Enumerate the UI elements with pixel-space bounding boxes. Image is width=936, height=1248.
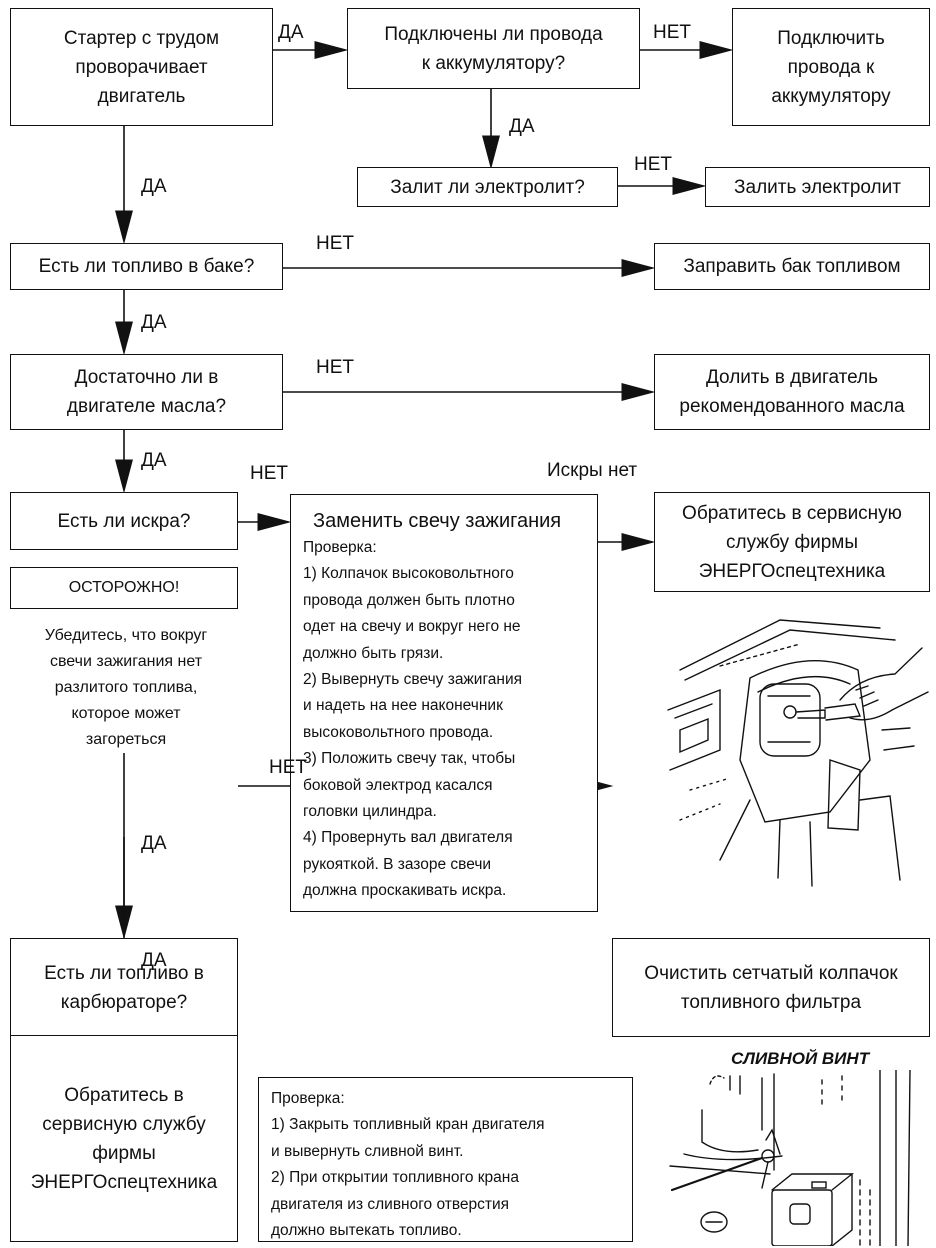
label-no-2: НЕТ bbox=[634, 154, 672, 175]
spark-check-box: Заменить свечу зажигания Проверка: 1) Кол… bbox=[290, 494, 598, 912]
spark-plug-test-illustration bbox=[667, 619, 929, 887]
node-oil-enough: Достаточно ли в двигателе масла? bbox=[10, 354, 283, 430]
node-connect-wires: Подключить провода к аккумулятору bbox=[732, 8, 930, 126]
label-no-spark: Искры нет bbox=[547, 460, 638, 481]
node-wires-connected-text: Подключены ли провода к аккумулятору? bbox=[384, 23, 603, 74]
caution-box: ОСТОРОЖНО! bbox=[10, 567, 238, 609]
node-connect-wires-text: Подключить провода к аккумулятору bbox=[771, 27, 891, 107]
label-yes-4: ДА bbox=[141, 312, 167, 333]
carb-check-box: Проверка: 1) Закрыть топливный кран двига… bbox=[258, 1077, 633, 1242]
label-yes-1: ДА bbox=[278, 22, 304, 43]
node-spark-text: Есть ли искра? bbox=[57, 510, 191, 532]
node-fuel-in-carb-text: Есть ли топливо в карбюраторе? bbox=[44, 962, 204, 1013]
carb-check-lines: Проверка: 1) Закрыть топливный кран двига… bbox=[271, 1086, 622, 1244]
node-clean-filter-text: Очистить сетчатый колпачок топливного фи… bbox=[644, 962, 898, 1013]
node-service-1: Обратитесь в сервисную службу фирмы ЭНЕР… bbox=[654, 492, 930, 592]
spark-check-line: рукояткой. В зазоре свечи bbox=[303, 855, 492, 873]
node-fill-electrolyte-text: Залить электролит bbox=[734, 176, 901, 198]
node-wires-connected: Подключены ли провода к аккумулятору? bbox=[347, 8, 640, 89]
node-electrolyte-filled-text: Залит ли электролит? bbox=[390, 176, 585, 198]
node-oil-enough-text: Достаточно ли в двигателе масла? bbox=[66, 367, 227, 417]
carb-check-line: двигателя из сливного отверстия bbox=[271, 1195, 510, 1213]
label-no-1: НЕТ bbox=[653, 22, 691, 43]
spark-check-line: 1) Колпачок высоковольтного bbox=[303, 565, 514, 583]
label-no-3: НЕТ bbox=[316, 233, 354, 254]
spark-check-line: должна проскакивать искра. bbox=[303, 882, 507, 900]
label-no-4: НЕТ bbox=[316, 357, 354, 378]
label-yes-2: ДА bbox=[509, 116, 535, 137]
node-add-oil-text: Долить в двигатель рекомендованного масл… bbox=[679, 367, 905, 417]
node-add-oil: Долить в двигатель рекомендованного масл… bbox=[654, 354, 930, 430]
carb-check-line: 1) Закрыть топливный кран двигателя bbox=[271, 1116, 545, 1134]
node-fuel-in-tank-text: Есть ли топливо в баке? bbox=[38, 256, 255, 277]
node-refuel-tank: Заправить бак топливом bbox=[654, 243, 930, 290]
node-service-1-text: Обратитесь в сервисную службу фирмы ЭНЕР… bbox=[682, 502, 902, 582]
spark-check-lines: Проверка: 1) Колпачок высоковольтного пров… bbox=[303, 535, 587, 905]
node-starter: Стартер с трудом проворачивает двигатель bbox=[10, 8, 273, 126]
spark-check-line: одет на свечу и вокруг него не bbox=[303, 618, 521, 636]
drain-screw-illustration bbox=[669, 1070, 911, 1246]
label-yes-5: ДА bbox=[141, 450, 167, 471]
node-service-2-text: Обратитесь в сервисную службу фирмы ЭНЕР… bbox=[30, 1084, 218, 1193]
caution-title: ОСТОРОЖНО! bbox=[68, 579, 180, 596]
spark-check-line: головки цилиндра. bbox=[303, 803, 437, 821]
node-clean-filter: Очистить сетчатый колпачок топливного фи… bbox=[612, 938, 930, 1037]
spark-check-line: высоковольтного провода. bbox=[303, 723, 494, 741]
node-fill-electrolyte: Залить электролит bbox=[705, 167, 930, 207]
label-yes-6: ДА bbox=[141, 833, 167, 854]
carb-check-line: 2) При открытии топливного крана bbox=[271, 1169, 519, 1187]
label-no-5: НЕТ bbox=[250, 463, 288, 484]
node-starter-text: Стартер с трудом проворачивает двигатель bbox=[63, 27, 220, 107]
node-spark: Есть ли искра? bbox=[10, 492, 238, 550]
spark-check-title: Заменить свечу зажигания bbox=[313, 510, 562, 532]
spark-check-line: боковой электрод касался bbox=[303, 776, 493, 794]
label-yes-3: ДА bbox=[141, 176, 167, 197]
spark-check-line: 3) Положить свечу так, чтобы bbox=[303, 750, 516, 768]
caution-text: Убедитесь, что вокруг свечи зажигания не… bbox=[44, 627, 208, 748]
label-no-6: НЕТ bbox=[269, 757, 307, 778]
spark-check-line: 4) Провернуть вал двигателя bbox=[303, 829, 513, 847]
spark-check-line: и надеть на нее наконечник bbox=[303, 697, 503, 715]
node-fuel-in-tank: Есть ли топливо в баке? bbox=[10, 243, 283, 290]
carb-check-line: должно вытекать топливо. bbox=[271, 1222, 462, 1240]
node-refuel-tank-text: Заправить бак топливом bbox=[683, 256, 901, 277]
node-fuel-in-carb: Есть ли топливо в карбюраторе? bbox=[10, 938, 238, 1037]
carb-check-line: Проверка: bbox=[271, 1090, 345, 1107]
label-yes-7: ДА bbox=[141, 950, 167, 971]
drain-screw-caption: СЛИВНОЙ ВИНТ bbox=[731, 1049, 870, 1068]
node-electrolyte-filled: Залит ли электролит? bbox=[357, 167, 618, 207]
spark-check-line: 2) Выверну­ть свечу зажигания bbox=[303, 671, 523, 689]
spark-check-line: должно быть грязи. bbox=[303, 644, 444, 662]
spark-check-line: провода должен быть плотно bbox=[303, 591, 515, 609]
spark-check-line: Проверка: bbox=[303, 539, 377, 556]
carb-check-line: и выверну­ть сливной винт. bbox=[271, 1142, 464, 1160]
node-service-2: Обратитесь в сервисную службу фирмы ЭНЕР… bbox=[10, 1035, 238, 1242]
